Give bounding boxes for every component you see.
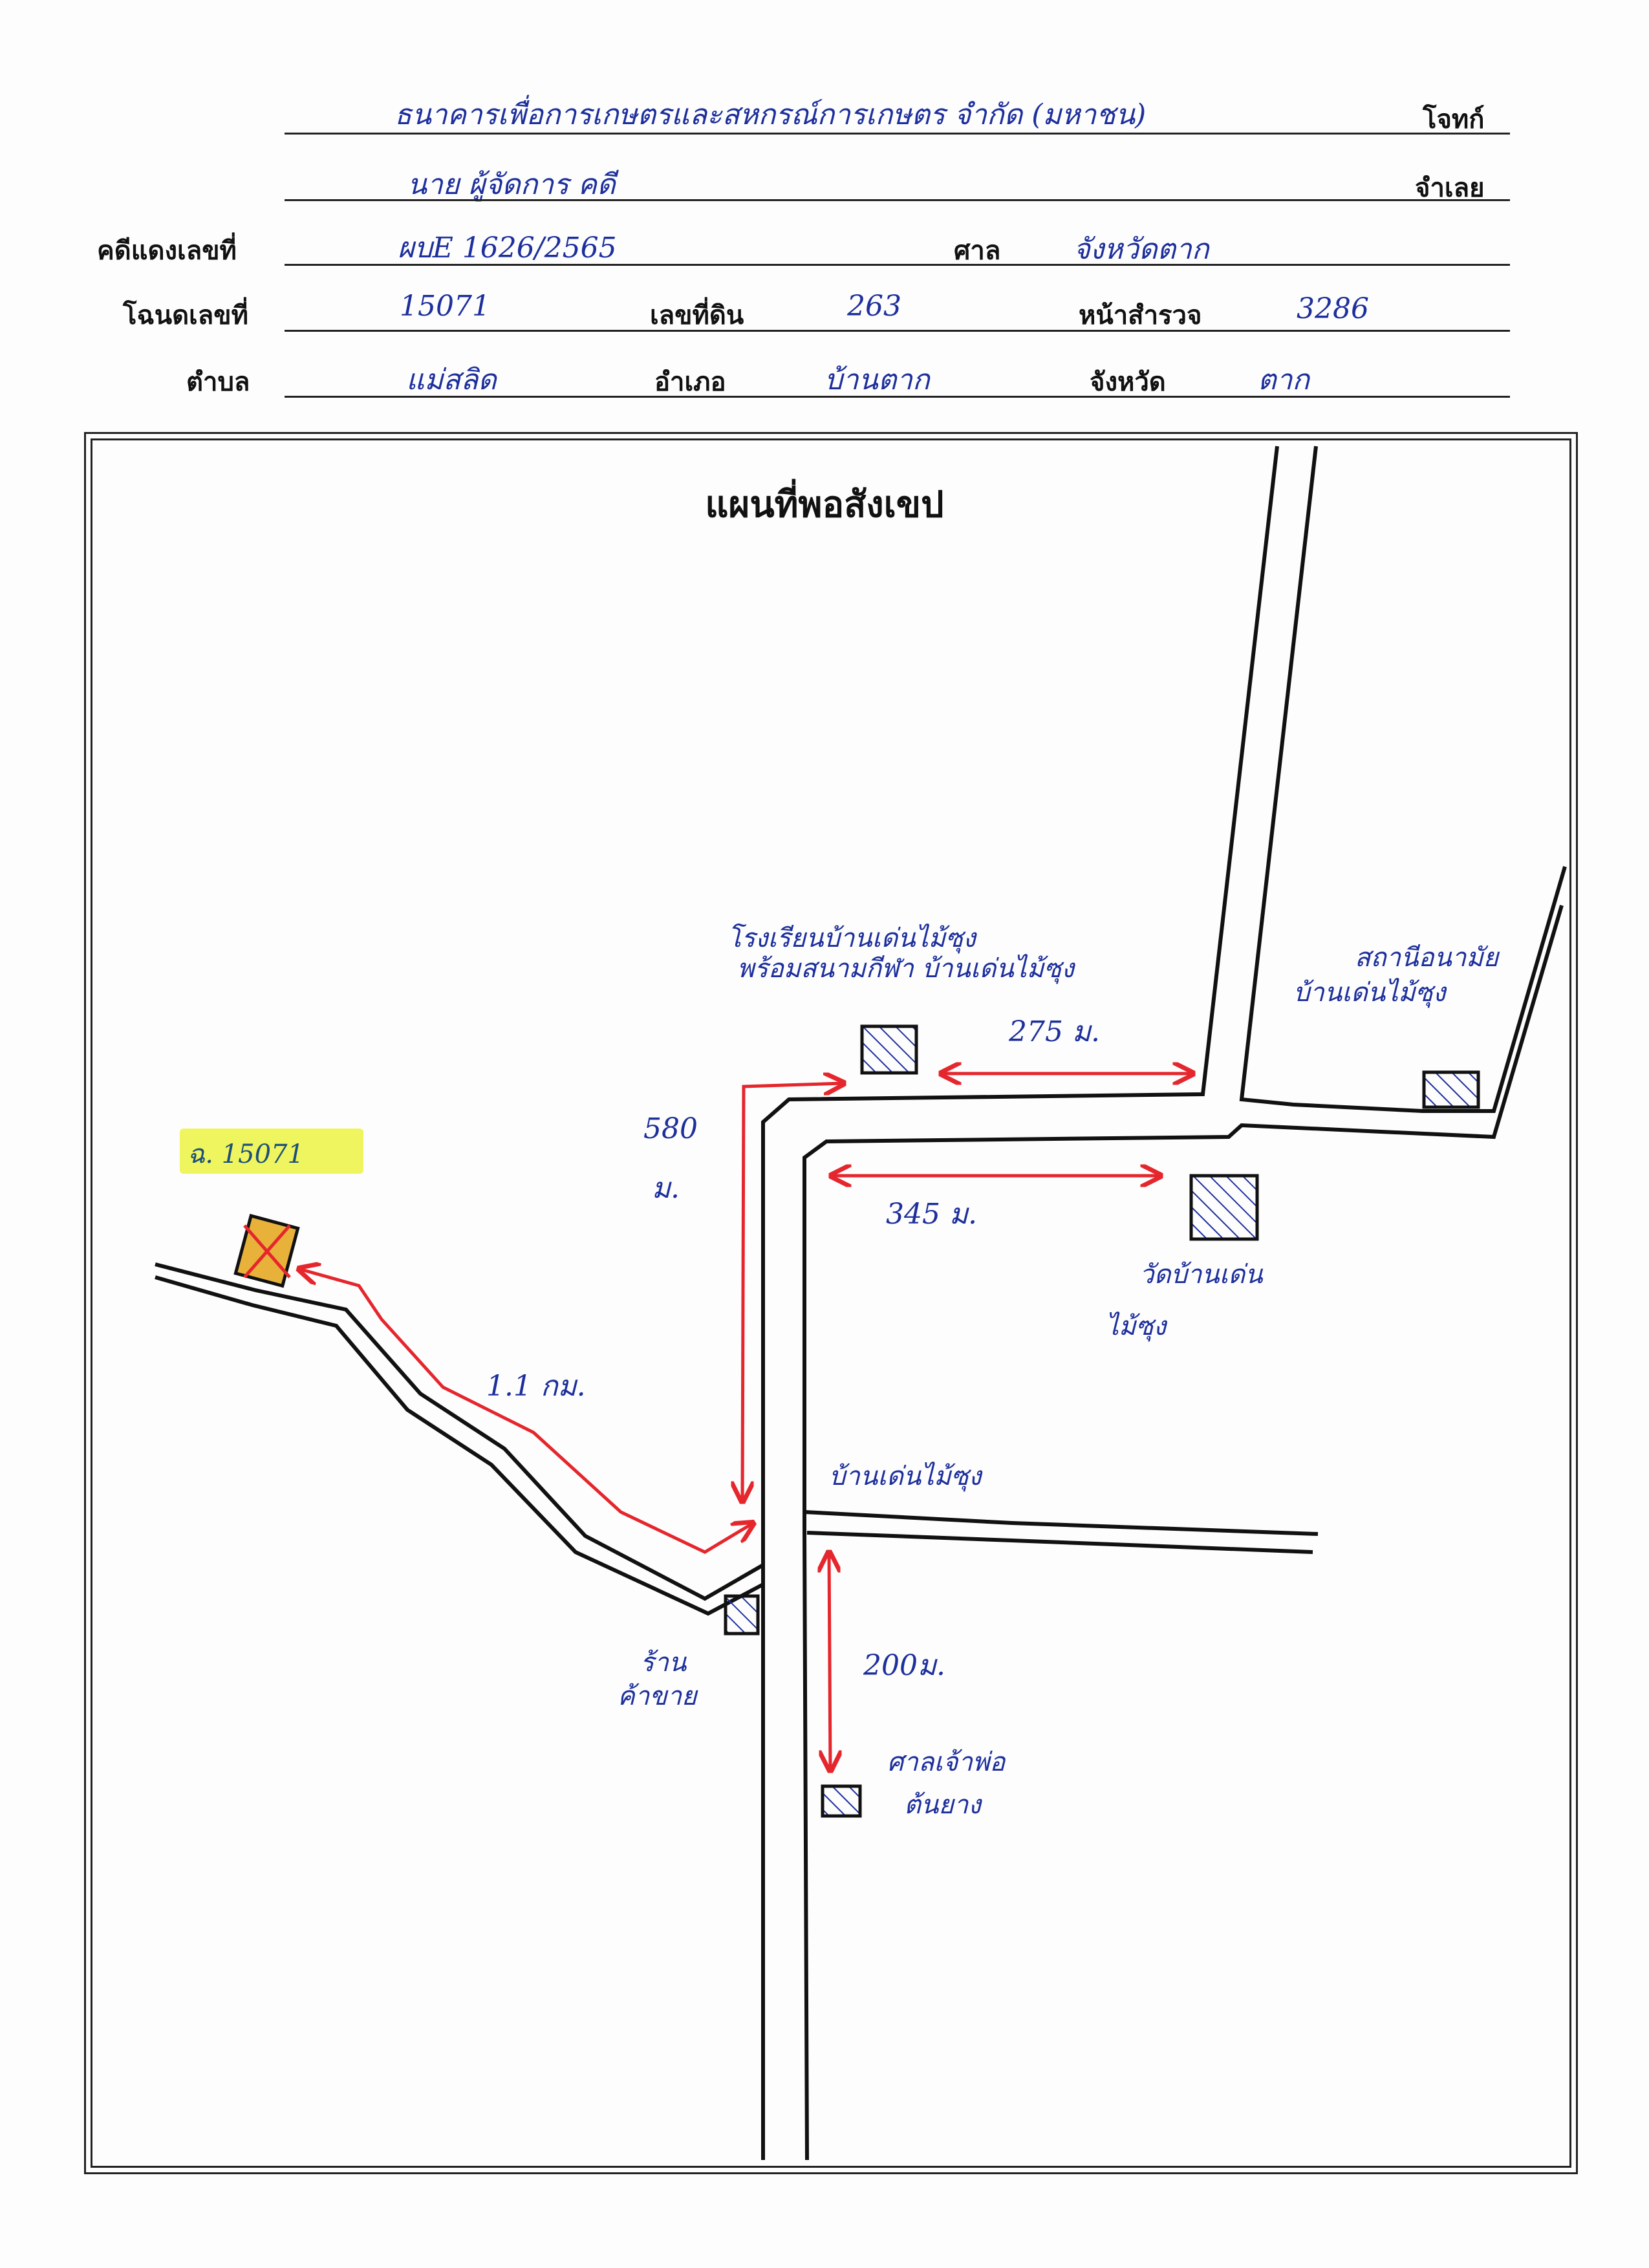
parcel-tag-highlight (180, 1129, 363, 1174)
school-building-icon (860, 1024, 918, 1075)
deed-rule (285, 330, 1510, 332)
subdistrict-label: ตำบล (186, 367, 250, 397)
deed-value: 15071 (400, 290, 490, 323)
arrow-200m (829, 1552, 830, 1771)
plaintiff-rule (285, 133, 1510, 135)
main-road (761, 446, 1567, 2161)
distance-275m: 275 ม. (1009, 1015, 1100, 1048)
temple-building-icon (1189, 1174, 1259, 1241)
shrine-building-icon (821, 1784, 862, 1818)
shrine-label: ศาลเจ้าพ่อ (887, 1747, 1006, 1777)
plaintiff-value: ธนาคารเพื่อการเกษตรและสหกรณ์การเกษตร จำก… (394, 98, 1147, 131)
distance-200m: 200ม. (863, 1649, 945, 1682)
shop-label: ร้าน (640, 1648, 687, 1678)
east-side-road (804, 1510, 1319, 1554)
temple-label: วัดบ้านเด่น (1139, 1260, 1263, 1290)
school-label-line2: พร้อมสนามกีฬา บ้านเด่นไม้ซุง (737, 954, 1074, 984)
health-center-label: สถานีอนามัย (1355, 943, 1499, 973)
defendant-rule (285, 199, 1510, 201)
arrow-1-1km (299, 1269, 753, 1554)
route-arrows (299, 1074, 1193, 1771)
parcel-tag: ฉ. 15071 (188, 1139, 304, 1169)
case-rule (285, 264, 1510, 266)
survey-page-value: 3286 (1297, 292, 1369, 325)
case-no-value: ผบE 1626/2565 (398, 232, 617, 265)
location-rule (285, 396, 1510, 398)
black-case-label: คดีแดงเลขที่ (97, 236, 237, 266)
health-center-label-line2: บ้านเด่นไม้ซุง (1293, 978, 1446, 1008)
shop-label-line2: ค้าขาย (618, 1681, 697, 1711)
defendant-label: จำเลย (1415, 173, 1485, 203)
province-value: ตาก (1258, 363, 1310, 396)
deed-label: โฉนดเลขที่ (123, 301, 248, 330)
court-value: จังหวัดตาก (1073, 233, 1209, 266)
school-label: โรงเรียนบ้านเด่นไม้ซุง (727, 923, 976, 953)
subdistrict-value: แม่สลิด (406, 363, 497, 396)
land-no-value: 263 (847, 290, 901, 323)
shop-building-icon (724, 1594, 760, 1636)
defendant-value: นาย ผู้จัดการ คดี (407, 168, 616, 201)
arrow-580m (742, 1083, 844, 1502)
west-side-road (155, 1262, 764, 1616)
survey-page-label: หน้าสำรวจ (1079, 301, 1202, 330)
distance-580-unit: ม. (652, 1172, 680, 1205)
distance-580: 580 (643, 1112, 698, 1145)
district-value: บ้านตาก (824, 363, 930, 396)
village-label: บ้านเด่นไม้ซุง (829, 1462, 982, 1491)
distance-345m: 345 ม. (886, 1198, 977, 1231)
map-frame-outer (84, 432, 1578, 2174)
target-parcel-icon (233, 1213, 300, 1288)
distance-1-1km: 1.1 กม. (486, 1370, 586, 1403)
plaintiff-label: โจทก์ (1423, 105, 1485, 135)
temple-label-line2: ไม้ซุง (1106, 1312, 1167, 1341)
health-center-building-icon (1422, 1070, 1480, 1109)
land-no-label: เลขที่ดิน (650, 301, 744, 330)
court-label: ศาล (954, 236, 1001, 266)
map-title: แผนที่พอสังเขป (705, 484, 944, 526)
shrine-label-line2: ต้นยาง (904, 1790, 981, 1820)
province-label: จังหวัด (1090, 367, 1166, 397)
district-label: อำเภอ (654, 367, 726, 397)
map-frame-inner (91, 438, 1571, 2168)
